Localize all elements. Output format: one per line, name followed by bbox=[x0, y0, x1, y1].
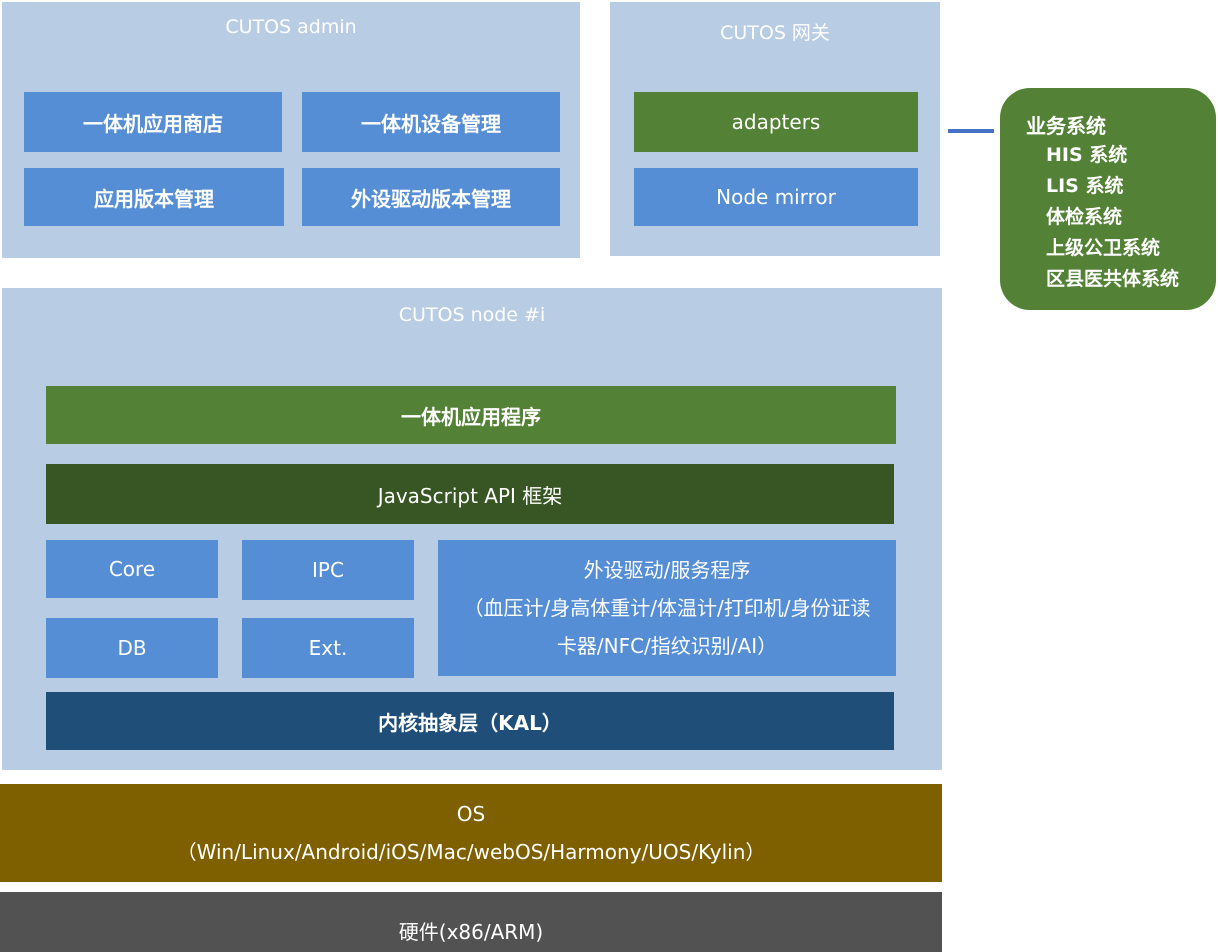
admin-panel: CUTOS admin 一体机应用商店 一体机设备管理 应用版本管理 外设驱动版… bbox=[2, 2, 580, 258]
node-title: CUTOS node #i bbox=[398, 304, 546, 326]
gateway-title: CUTOS 网关 bbox=[720, 22, 830, 44]
business-system-his: HIS 系统 bbox=[1046, 144, 1128, 166]
adapters-module: adapters bbox=[634, 92, 918, 152]
drivers-line-3: 卡器/NFC/指纹识别/AI） bbox=[556, 634, 778, 658]
js-api-framework: JavaScript API 框架 bbox=[46, 464, 894, 524]
business-systems-title: 业务系统 bbox=[1026, 114, 1106, 138]
node-mirror-module: Node mirror bbox=[634, 168, 918, 226]
business-system-public-health: 上级公卫系统 bbox=[1046, 237, 1161, 259]
db-module: DB bbox=[46, 618, 218, 678]
connector-line bbox=[948, 129, 994, 133]
drivers-line-1: 外设驱动/服务程序 bbox=[583, 558, 751, 582]
business-systems-box: 业务系统 HIS 系统 LIS 系统 体检系统 上级公卫系统 区县医共体系统 bbox=[1000, 88, 1216, 310]
drivers-line-2: （血压计/身高体重计/体温计/打印机/身份证读 bbox=[463, 596, 871, 620]
app-version-module: 应用版本管理 bbox=[24, 168, 284, 226]
node-panel: CUTOS node #i 一体机应用程序 JavaScript API 框架 … bbox=[2, 288, 942, 770]
os-title: OS bbox=[456, 802, 486, 826]
ipc-module: IPC bbox=[242, 540, 414, 600]
business-systems-list: HIS 系统 LIS 系统 体检系统 上级公卫系统 区县医共体系统 bbox=[1046, 140, 1179, 295]
os-layer: OS （Win/Linux/Android/iOS/Mac/webOS/Harm… bbox=[0, 784, 942, 882]
kernel-abstraction-layer: 内核抽象层（KAL） bbox=[46, 692, 894, 750]
app-store-module: 一体机应用商店 bbox=[24, 92, 282, 152]
business-system-lis: LIS 系统 bbox=[1046, 175, 1124, 197]
driver-version-module: 外设驱动版本管理 bbox=[302, 168, 560, 226]
drivers-module: 外设驱动/服务程序 （血压计/身高体重计/体温计/打印机/身份证读 卡器/NFC… bbox=[438, 540, 896, 676]
ext-module: Ext. bbox=[242, 618, 414, 678]
device-management-module: 一体机设备管理 bbox=[302, 92, 560, 152]
app-layer: 一体机应用程序 bbox=[46, 386, 896, 444]
core-module: Core bbox=[46, 540, 218, 598]
hardware-layer: 硬件(x86/ARM) bbox=[0, 892, 942, 952]
admin-title: CUTOS admin bbox=[225, 16, 357, 38]
gateway-panel: CUTOS 网关 adapters Node mirror bbox=[610, 2, 940, 256]
business-system-checkup: 体检系统 bbox=[1046, 206, 1123, 228]
business-system-county: 区县医共体系统 bbox=[1046, 268, 1180, 290]
os-platforms: （Win/Linux/Android/iOS/Mac/webOS/Harmony… bbox=[176, 840, 766, 864]
